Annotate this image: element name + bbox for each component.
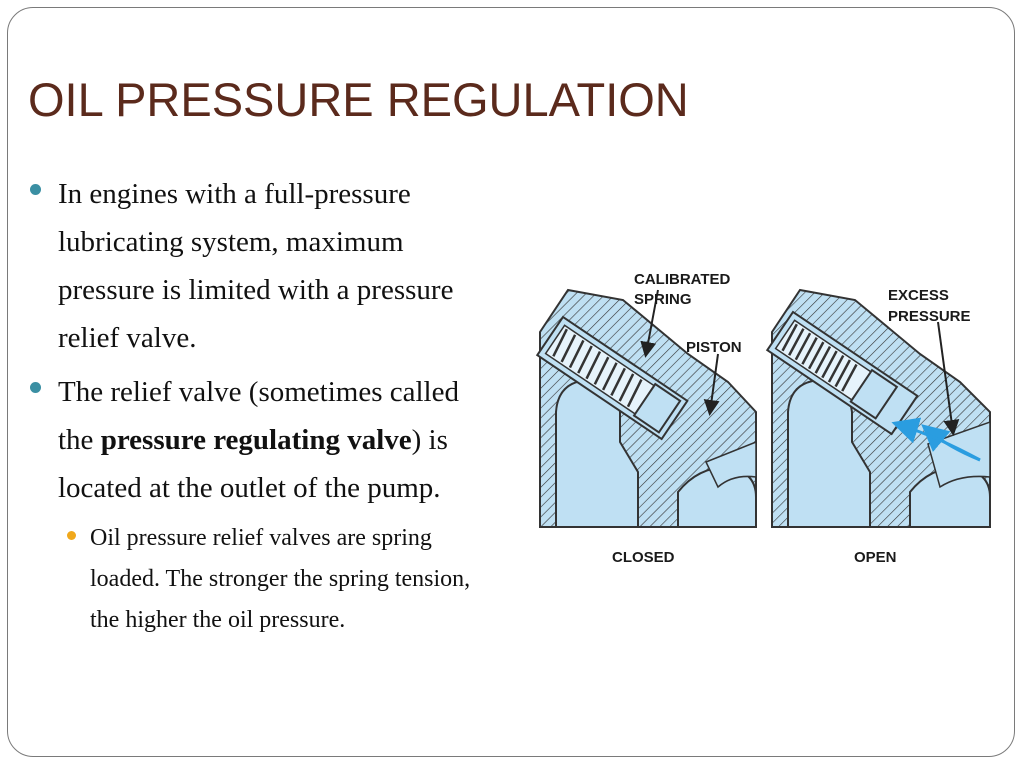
label-calibrated: CALIBRATED bbox=[634, 271, 731, 288]
bullet-item: In engines with a full-pressure lubricat… bbox=[30, 170, 500, 362]
label-spring: SPRING bbox=[634, 291, 692, 308]
open-valve-illustration bbox=[765, 288, 991, 528]
label-open: OPEN bbox=[854, 549, 897, 566]
closed-valve-illustration bbox=[535, 288, 757, 528]
label-pressure: PRESSURE bbox=[888, 308, 971, 325]
bullet-text-after: ) is located at the outlet of the pump. bbox=[58, 424, 448, 504]
bullet-item: The relief valve (sometimes called the p… bbox=[30, 368, 500, 512]
slide-body: In engines with a full-pressure lubricat… bbox=[30, 170, 500, 641]
bullet-dot-icon bbox=[30, 184, 41, 195]
label-excess: EXCESS bbox=[888, 287, 949, 304]
relief-valve-diagram: CALIBRATED SPRING PISTON EXCESS PRESSURE… bbox=[535, 271, 991, 566]
label-closed: CLOSED bbox=[612, 549, 675, 566]
bullet-text-before: The relief valve (sometimes called the bbox=[58, 376, 459, 456]
slide-title: OIL PRESSURE REGULATION bbox=[28, 73, 689, 126]
label-piston: PISTON bbox=[686, 339, 742, 356]
sub-bullet-dot-icon bbox=[67, 531, 76, 540]
bullet-dot-icon bbox=[30, 382, 41, 393]
bullet-text-bold: pressure regulating valve bbox=[100, 424, 412, 456]
sub-bullet-item: Oil pressure relief valves are spring lo… bbox=[30, 518, 500, 641]
sub-bullet-text: Oil pressure relief valves are spring lo… bbox=[90, 525, 471, 633]
bullet-text: In engines with a full-pressure lubricat… bbox=[58, 178, 454, 354]
